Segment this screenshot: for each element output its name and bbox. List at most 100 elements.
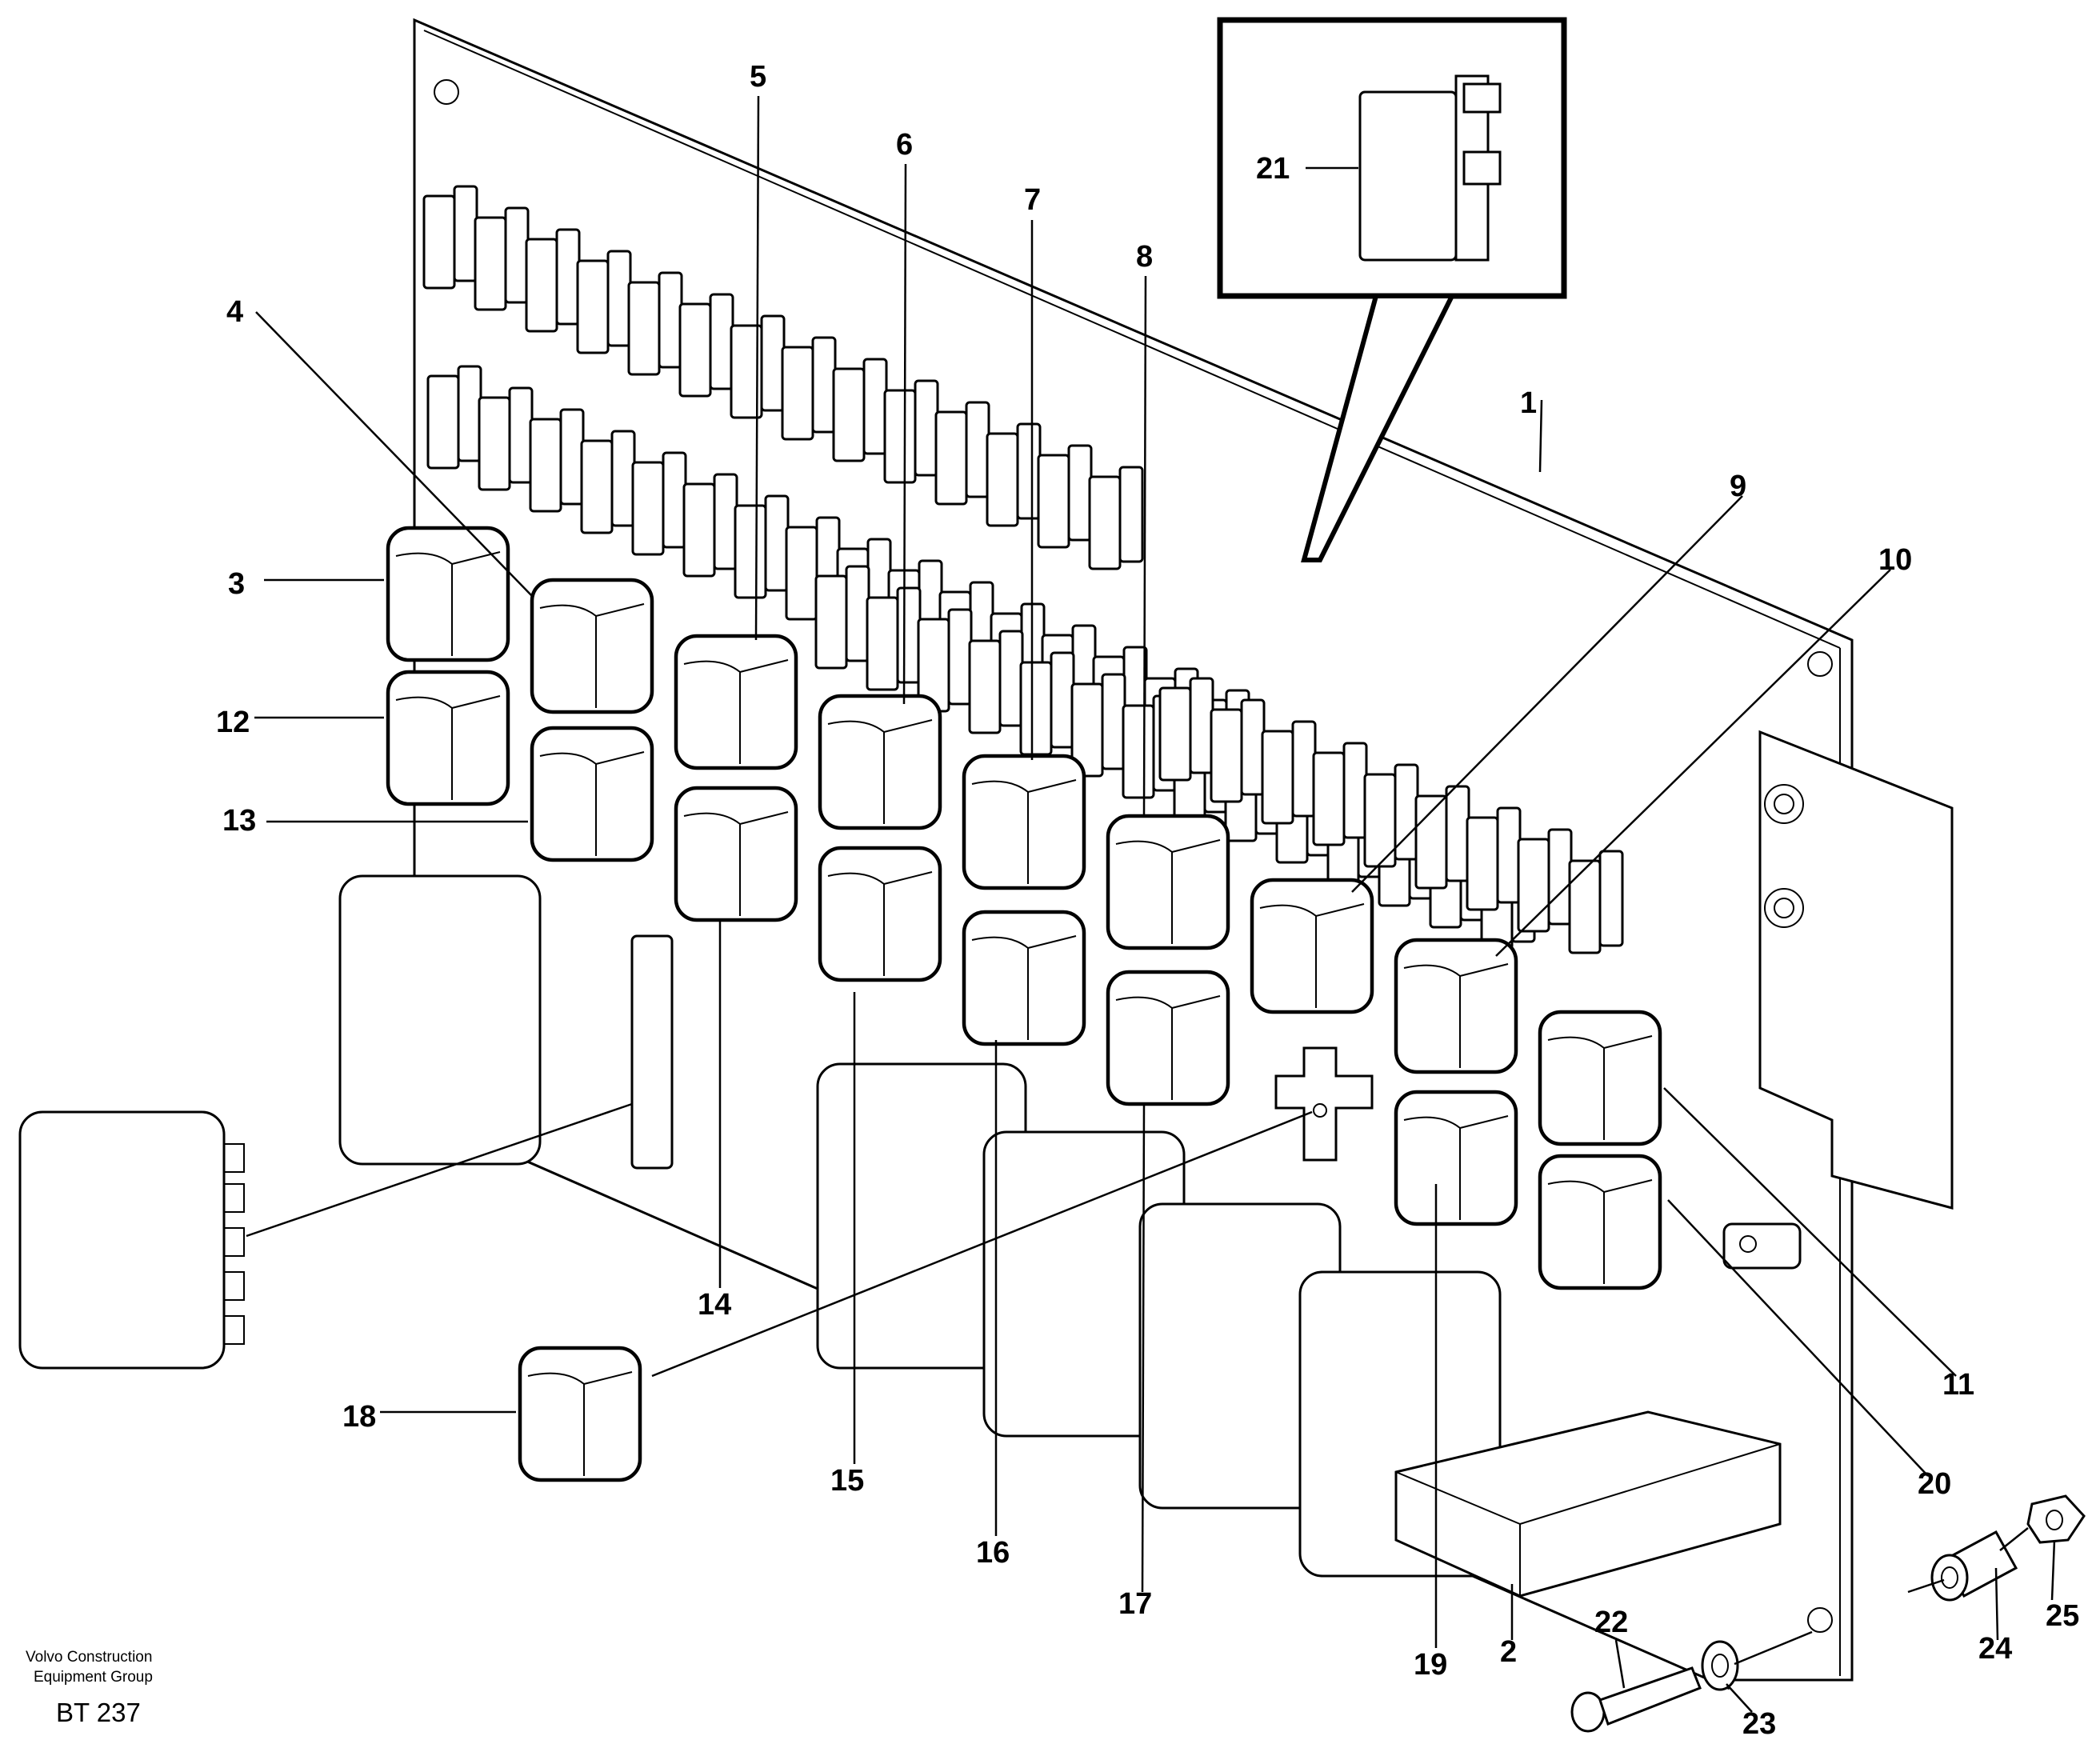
part-labels: 1 2 3 4 5 6 7 8 9 10 11 12 13 14 15 16 1… — [216, 60, 2079, 1741]
blade-fuse — [1088, 466, 1144, 570]
blade-fuse — [474, 206, 530, 311]
part-label-11: 11 — [1942, 1368, 1974, 1402]
leader-line — [1734, 1630, 1813, 1666]
blade-fuse — [1158, 677, 1214, 782]
blade-fuse — [814, 565, 870, 670]
external-connector-block — [18, 1110, 245, 1370]
leader-line — [1999, 1527, 2029, 1551]
footer: Volvo Construction Equipment Group BT 23… — [26, 1649, 153, 1727]
blade-fuse — [1568, 850, 1624, 954]
blade-fuse — [682, 473, 738, 578]
part-label-12: 12 — [216, 706, 250, 739]
company-name-line2: Equipment Group — [34, 1669, 153, 1686]
part-label-24: 24 — [1978, 1632, 2012, 1666]
part-label-5: 5 — [750, 60, 766, 94]
leader-line — [1495, 569, 1891, 957]
blade-fuse — [1210, 698, 1266, 803]
relay — [1250, 878, 1374, 1014]
relay — [674, 634, 798, 770]
part-label-21: 21 — [1256, 152, 1290, 186]
blade-fuse — [883, 379, 939, 484]
part-label-18: 18 — [342, 1400, 376, 1434]
blade-fuse — [734, 494, 790, 599]
relay — [1106, 814, 1230, 950]
part-label-15: 15 — [830, 1464, 864, 1498]
part-label-23: 23 — [1742, 1707, 1776, 1741]
spacer-part-24 — [1930, 1530, 2018, 1602]
leader-line — [1663, 1087, 1957, 1377]
part-label-14: 14 — [698, 1288, 731, 1322]
leader-line — [651, 1110, 1313, 1378]
part-label-4: 4 — [226, 295, 243, 329]
blade-fuse — [678, 293, 734, 398]
leader-line — [1538, 399, 1543, 473]
relay — [1538, 1154, 1662, 1290]
leader-line — [2050, 1539, 2056, 1601]
blade-fuse — [968, 630, 1024, 734]
blade-fuse — [1363, 763, 1419, 868]
connector-strip — [630, 934, 674, 1170]
blade-fuse — [1037, 444, 1093, 549]
part-label-10: 10 — [1878, 543, 1912, 577]
part-label-16: 16 — [976, 1536, 1010, 1570]
blade-fuse — [422, 185, 478, 290]
part-label-1: 1 — [1520, 386, 1537, 420]
relay — [962, 910, 1086, 1046]
leader-line — [255, 311, 533, 597]
part-label-20: 20 — [1918, 1467, 1951, 1501]
blade-fuse — [934, 401, 990, 506]
blade-fuse — [1466, 806, 1522, 911]
blade-fuse — [1517, 828, 1573, 933]
relay — [962, 754, 1086, 890]
screw-part-22 — [1570, 1666, 1702, 1733]
blade-fuse — [478, 386, 534, 491]
blade-fuse — [529, 408, 585, 513]
leader-line — [1614, 1639, 1626, 1689]
blade-fuse — [576, 250, 632, 354]
leader-line — [754, 95, 760, 641]
leader-line — [1142, 275, 1147, 817]
leader-line — [1907, 1578, 1945, 1594]
blade-fuse — [866, 586, 922, 691]
side-bracket — [1758, 730, 1954, 1210]
relay — [386, 670, 510, 806]
blade-fuse — [627, 271, 683, 376]
drawing-code: BT 237 — [56, 1698, 141, 1727]
leader-line — [1141, 1103, 1146, 1593]
part-label-7: 7 — [1024, 183, 1041, 217]
relay — [1394, 1090, 1518, 1226]
washer-part-23 — [1701, 1640, 1739, 1691]
part-label-17: 17 — [1118, 1587, 1152, 1621]
blade-fuse — [1070, 673, 1126, 778]
relay — [674, 786, 798, 922]
part-label-3: 3 — [228, 567, 245, 601]
part-label-6: 6 — [896, 128, 913, 162]
diode-holder-cross — [1274, 1046, 1374, 1162]
blade-fuse — [1261, 720, 1317, 825]
part-label-8: 8 — [1136, 240, 1153, 274]
relay — [530, 726, 654, 862]
leader-line — [1994, 1567, 1999, 1641]
relay — [818, 694, 942, 830]
blade-fuse — [525, 228, 581, 333]
blade-fuse — [631, 451, 687, 556]
part-label-25: 25 — [2046, 1599, 2079, 1633]
relays — [386, 526, 1662, 1482]
control-unit-part-2 — [1394, 1410, 1782, 1598]
part-label-22: 22 — [1594, 1606, 1628, 1639]
part-label-9: 9 — [1730, 470, 1746, 503]
blade-fuse — [1019, 651, 1075, 756]
relay — [1538, 1010, 1662, 1146]
electronic-modules — [338, 874, 1502, 1578]
part-label-19: 19 — [1414, 1648, 1447, 1682]
part-label-2: 2 — [1500, 1635, 1517, 1669]
leader-lines — [246, 95, 2056, 1713]
leader-line — [246, 1102, 633, 1238]
relay — [1106, 970, 1230, 1106]
relay — [530, 578, 654, 714]
leader-line — [1351, 495, 1743, 893]
blade-fuse — [730, 314, 786, 419]
company-name-line1: Volvo Construction — [26, 1649, 152, 1666]
clip — [1722, 1222, 1802, 1270]
